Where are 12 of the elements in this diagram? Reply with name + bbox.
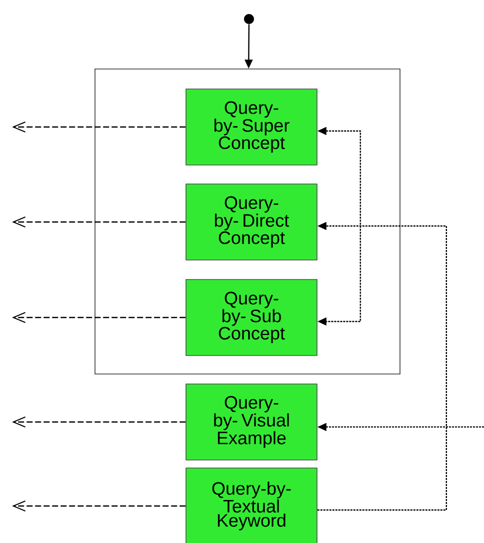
- arrow: [12, 216, 186, 228]
- query-box: Query-by- Sub Concept: [186, 279, 318, 356]
- arrow: [12, 312, 186, 323]
- start-dot: [244, 14, 254, 24]
- arrow: [12, 122, 186, 132]
- arrow: [12, 500, 186, 512]
- query-box: Query-by- Textual Keyword: [186, 468, 318, 543]
- query-box: Query-by- Direct Concept: [186, 184, 318, 260]
- query-box: Query-by- Visual Example: [186, 384, 318, 460]
- arrow: [12, 416, 186, 428]
- group-box: [94, 68, 400, 374]
- query-box: Query-by- Super Concept: [186, 88, 318, 166]
